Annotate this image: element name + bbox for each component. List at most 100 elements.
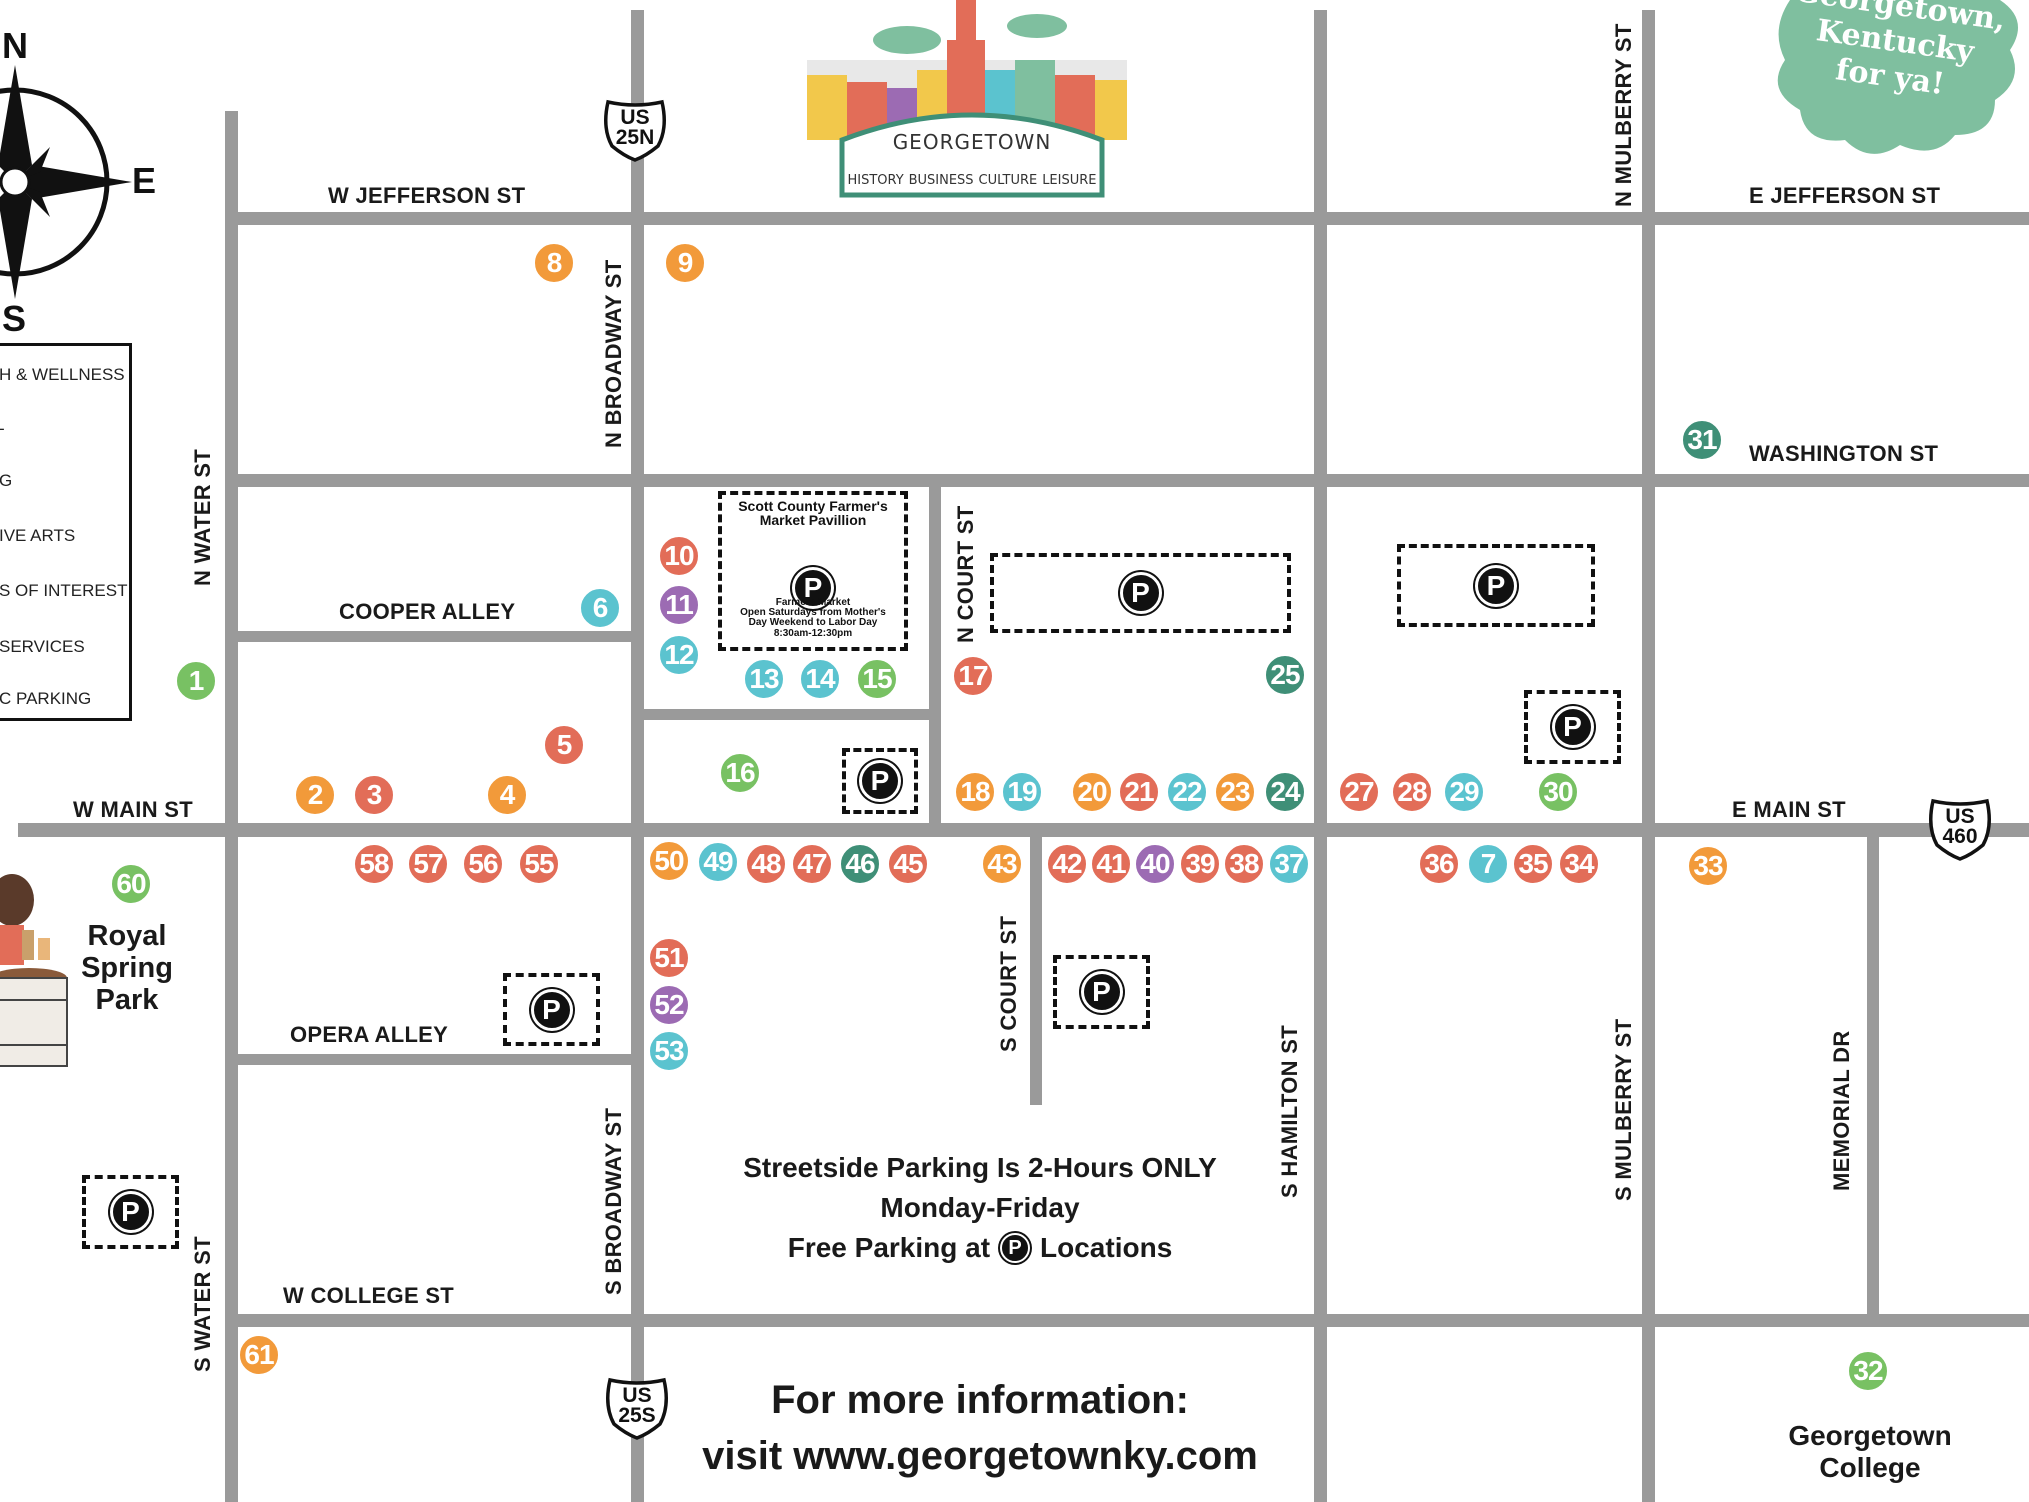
georgetown-logo: GEORGETOWN HISTORY BUSINESS CULTURE LEIS… bbox=[797, 0, 1147, 205]
poi-marker[interactable]: 12 bbox=[658, 634, 700, 676]
place-line: Spring bbox=[81, 952, 173, 984]
parking-icon: P bbox=[530, 988, 573, 1031]
poi-marker[interactable]: 24 bbox=[1264, 771, 1306, 813]
poi-marker[interactable]: 17 bbox=[952, 655, 994, 697]
poi-marker[interactable]: 48 bbox=[745, 843, 787, 885]
poi-marker[interactable]: 27 bbox=[1338, 771, 1380, 813]
poi-marker[interactable]: 52 bbox=[648, 984, 690, 1026]
road-water bbox=[225, 111, 238, 1502]
parking-icon: P bbox=[792, 567, 834, 609]
place-line: College bbox=[1819, 1452, 1921, 1483]
farmers-market-pavilion: Scott County Farmer's Market Pavillion P… bbox=[718, 491, 908, 651]
poi-marker[interactable]: 6 bbox=[579, 587, 621, 629]
legend-item: G bbox=[0, 471, 13, 490]
poi-marker[interactable]: 7 bbox=[1467, 843, 1509, 885]
market-title: Scott County Farmer's Market Pavillion bbox=[738, 498, 888, 528]
road-main bbox=[18, 823, 2029, 837]
poi-marker[interactable]: 43 bbox=[981, 843, 1023, 885]
poi-marker[interactable]: 8 bbox=[533, 242, 575, 284]
poi-marker[interactable]: 36 bbox=[1418, 843, 1460, 885]
poi-marker[interactable]: 40 bbox=[1134, 843, 1176, 885]
poi-marker[interactable]: 41 bbox=[1090, 843, 1132, 885]
street-label-w-college: W COLLEGE ST bbox=[283, 1283, 455, 1308]
poi-marker[interactable]: 37 bbox=[1268, 843, 1310, 885]
poi-marker[interactable]: 29 bbox=[1443, 771, 1485, 813]
legend-item: C PARKING bbox=[0, 689, 92, 708]
logo-name: GEORGETOWN bbox=[892, 130, 1052, 154]
poi-marker[interactable]: 32 bbox=[1847, 1350, 1889, 1392]
poi-marker[interactable]: 58 bbox=[353, 843, 395, 885]
market-schedule: Open Saturdays from Mother's Day Weekend… bbox=[740, 607, 886, 628]
poi-marker[interactable]: 31 bbox=[1681, 419, 1723, 461]
poi-marker[interactable]: 60 bbox=[110, 863, 152, 905]
parking-icon: P bbox=[1119, 572, 1162, 614]
street-label-n-broadway: N BROADWAY ST bbox=[601, 259, 626, 448]
street-label-w-jefferson: W JEFFERSON ST bbox=[328, 183, 526, 208]
street-label-e-main: E MAIN ST bbox=[1732, 797, 1846, 822]
poi-marker[interactable]: 35 bbox=[1512, 843, 1554, 885]
compass-south: S bbox=[2, 298, 27, 339]
compass-north: N bbox=[2, 25, 28, 66]
poi-marker[interactable]: 56 bbox=[462, 843, 504, 885]
poi-marker[interactable]: 57 bbox=[407, 843, 449, 885]
poi-marker[interactable]: 21 bbox=[1118, 771, 1160, 813]
poi-marker[interactable]: 22 bbox=[1166, 771, 1208, 813]
tagline-history: HISTORY bbox=[847, 173, 904, 188]
poi-marker[interactable]: 18 bbox=[954, 771, 996, 813]
legend-item: - bbox=[0, 419, 5, 439]
poi-marker[interactable]: 2 bbox=[294, 774, 336, 816]
shield-number: 460 bbox=[1942, 825, 1978, 848]
poi-marker[interactable]: 39 bbox=[1179, 843, 1221, 885]
poi-marker[interactable]: 13 bbox=[743, 658, 785, 700]
skyline-illustration-icon bbox=[807, 0, 1127, 198]
poi-marker[interactable]: 38 bbox=[1223, 843, 1265, 885]
route-shield-icon bbox=[604, 99, 666, 162]
poi-marker[interactable]: 5 bbox=[543, 724, 585, 766]
poi-marker[interactable]: 3 bbox=[353, 774, 395, 816]
poi-marker[interactable]: 50 bbox=[648, 840, 690, 882]
poi-marker[interactable]: 11 bbox=[658, 584, 700, 626]
poi-marker[interactable]: 14 bbox=[799, 658, 841, 700]
route-shield-icon bbox=[606, 1377, 668, 1440]
poi-marker[interactable]: 42 bbox=[1046, 843, 1088, 885]
poi-marker[interactable]: 25 bbox=[1264, 654, 1306, 696]
poi-marker[interactable]: 51 bbox=[648, 937, 690, 979]
road-mulberry bbox=[1642, 10, 1655, 1502]
compass: N E S bbox=[0, 20, 160, 340]
poi-marker[interactable]: 19 bbox=[1001, 771, 1043, 813]
poi-marker[interactable]: 34 bbox=[1558, 843, 1600, 885]
road-broadway bbox=[631, 10, 644, 1502]
poi-marker[interactable]: 55 bbox=[518, 843, 560, 885]
parking-note: Streetside Parking Is 2-Hours ONLY Monda… bbox=[700, 1148, 1260, 1268]
poi-marker[interactable]: 28 bbox=[1391, 771, 1433, 813]
poi-marker[interactable]: 4 bbox=[486, 774, 528, 816]
poi-marker[interactable]: 47 bbox=[791, 843, 833, 885]
place-line: Royal bbox=[87, 920, 167, 952]
parking-lot-northeast: P bbox=[1397, 544, 1595, 627]
poi-marker[interactable]: 33 bbox=[1687, 845, 1729, 887]
poi-marker[interactable]: 16 bbox=[719, 752, 761, 794]
poi-marker[interactable]: 30 bbox=[1537, 771, 1579, 813]
poi-marker[interactable]: 61 bbox=[238, 1334, 280, 1376]
poi-marker[interactable]: 53 bbox=[648, 1030, 690, 1072]
road-memorial bbox=[1867, 830, 1879, 1320]
poi-marker[interactable]: 45 bbox=[887, 843, 929, 885]
legend-item: IVE ARTS bbox=[0, 526, 76, 545]
poi-marker[interactable]: 49 bbox=[697, 841, 739, 883]
shield-us: US bbox=[620, 106, 650, 129]
poi-marker[interactable]: 20 bbox=[1071, 771, 1113, 813]
street-label-w-main: W MAIN ST bbox=[73, 797, 194, 822]
poi-marker[interactable]: 10 bbox=[658, 535, 700, 577]
poi-marker[interactable]: 9 bbox=[664, 242, 706, 284]
poi-marker[interactable]: 1 bbox=[175, 660, 217, 702]
parking-note-line-2: Monday-Friday bbox=[880, 1192, 1080, 1223]
legend-item: SERVICES bbox=[0, 637, 85, 656]
parking-note-line-3: Free Parking at P Locations bbox=[700, 1228, 1260, 1268]
street-label-s-court: S COURT ST bbox=[996, 915, 1021, 1052]
poi-marker[interactable]: 23 bbox=[1214, 771, 1256, 813]
road-jefferson bbox=[225, 212, 2029, 225]
poi-marker[interactable]: 46 bbox=[839, 843, 881, 885]
poi-marker[interactable]: 15 bbox=[856, 658, 898, 700]
kentucky-badge: Georgetown, Kentucky for ya! bbox=[1760, 0, 2029, 170]
